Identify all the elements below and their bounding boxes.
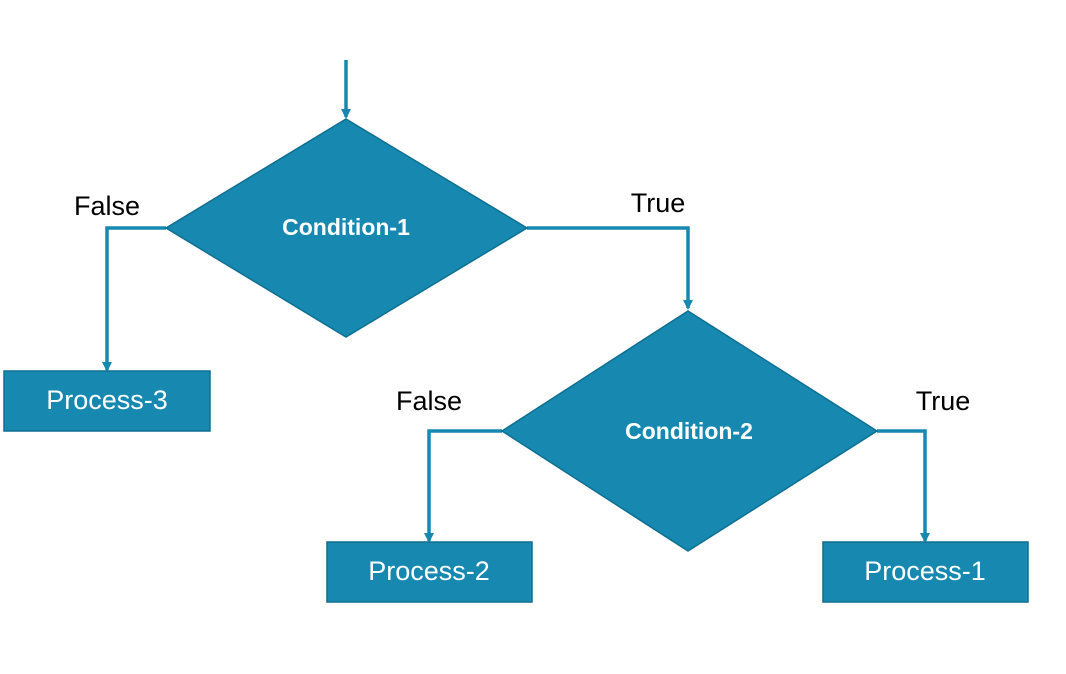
condition-1-true-arrow bbox=[527, 226, 693, 310]
condition-1-label: Condition-1 bbox=[282, 214, 410, 240]
condition-2-false-label: False bbox=[396, 386, 462, 416]
condition-2-true-arrow bbox=[877, 429, 930, 543]
condition-1-false-arrow bbox=[102, 226, 166, 372]
condition-1-true-label: True bbox=[631, 188, 686, 218]
process-2-box bbox=[326, 541, 533, 603]
process-3-box bbox=[3, 370, 211, 432]
condition-1-diamond bbox=[164, 118, 529, 338]
condition-2-true-label: True bbox=[916, 386, 971, 416]
process-1-label: Process-1 bbox=[864, 556, 986, 586]
condition-2-diamond bbox=[500, 310, 879, 552]
process-3-label: Process-3 bbox=[46, 385, 168, 415]
process-2-label: Process-2 bbox=[368, 556, 490, 586]
condition-2-label: Condition-2 bbox=[625, 418, 753, 444]
condition-1-false-label: False bbox=[74, 191, 140, 221]
process-1-box bbox=[822, 541, 1029, 603]
condition-2-false-arrow bbox=[424, 429, 502, 543]
